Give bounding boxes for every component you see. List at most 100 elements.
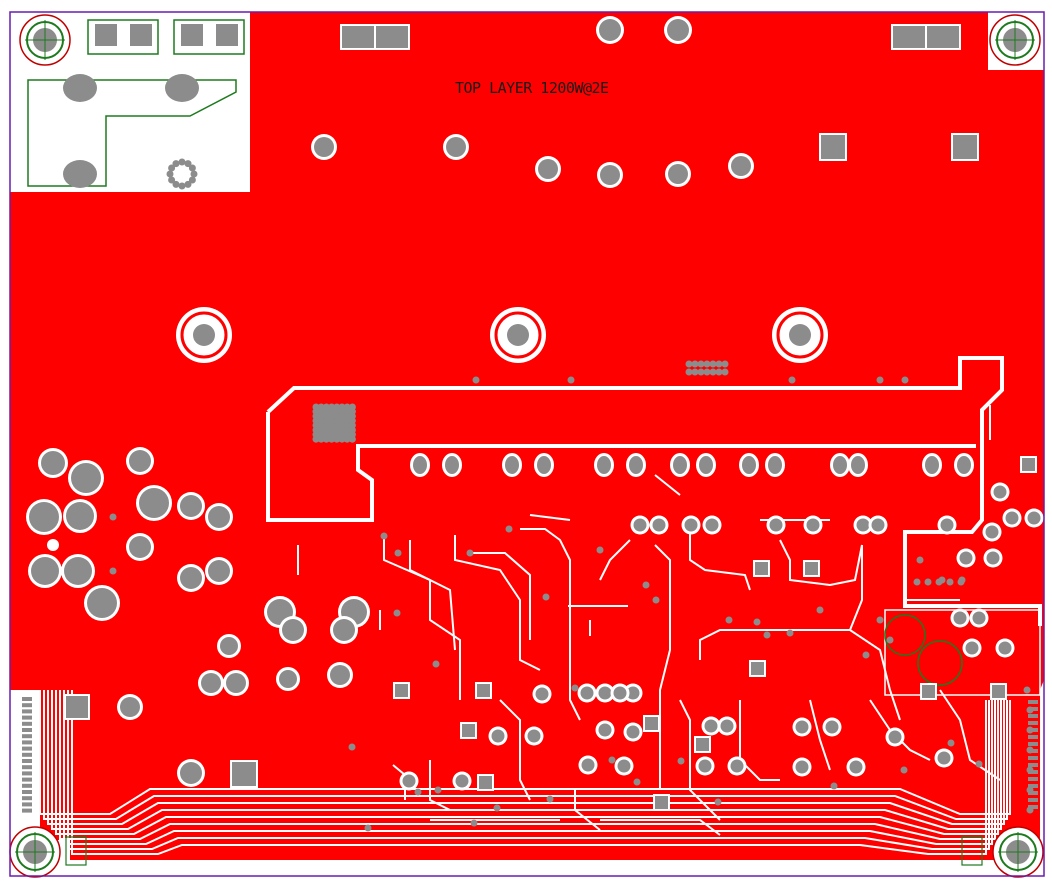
pad: [129, 536, 151, 558]
pad: [505, 456, 519, 474]
pad: [965, 641, 979, 655]
heatsink-hole-pad: [789, 324, 811, 346]
via: [472, 376, 480, 384]
via: [642, 581, 650, 589]
signal-trace: [470, 552, 531, 640]
pad: [597, 456, 611, 474]
bus-trace: [67, 690, 990, 850]
pad: [537, 456, 551, 474]
via: [786, 629, 794, 637]
pad: [598, 723, 612, 737]
edge-pin: [22, 715, 32, 720]
pad: [633, 518, 647, 532]
pad: [998, 641, 1012, 655]
pad: [208, 560, 230, 582]
pad: [31, 557, 59, 585]
via: [876, 376, 884, 384]
pad: [613, 686, 627, 700]
via: [830, 782, 838, 790]
square-pad: [462, 724, 475, 737]
edge-pin: [22, 802, 32, 807]
pad: [455, 774, 469, 788]
pad: [673, 456, 687, 474]
via: [862, 651, 870, 659]
pad: [220, 637, 238, 655]
region-outline: [884, 609, 1041, 696]
via: [546, 795, 554, 803]
signal-trace: [600, 819, 721, 836]
pad: [925, 456, 939, 474]
pad: [599, 19, 621, 41]
pad: [63, 74, 97, 102]
signal-trace: [689, 525, 751, 591]
via: [677, 757, 685, 765]
signal-trace: [568, 605, 628, 636]
pad: [600, 165, 620, 185]
edge-pin: [22, 771, 32, 776]
pad: [282, 619, 304, 641]
square-pad: [953, 135, 977, 159]
via: [975, 760, 983, 768]
pad: [833, 456, 847, 474]
pad: [871, 518, 885, 532]
via: [343, 435, 351, 443]
pad: [698, 759, 712, 773]
via: [913, 578, 921, 586]
via: [184, 180, 192, 188]
heatsink-hole-ring: [494, 311, 542, 359]
via: [709, 368, 717, 376]
via: [393, 609, 401, 617]
pad: [29, 502, 59, 532]
pad: [180, 495, 202, 517]
signal-trace: [429, 760, 451, 811]
via: [184, 160, 192, 168]
edge-pin: [1028, 777, 1038, 781]
pad: [139, 488, 169, 518]
via: [394, 549, 402, 557]
signal-trace: [849, 545, 863, 631]
signal-trace: [599, 539, 631, 581]
pad: [731, 156, 751, 176]
edge-connectors: [22, 697, 1038, 866]
square-pad: [645, 717, 658, 730]
square-pad: [376, 26, 408, 48]
edge-pin: [1028, 791, 1038, 795]
pad: [1027, 511, 1041, 525]
via: [172, 160, 180, 168]
edge-pin: [22, 746, 32, 751]
signal-trace: [739, 700, 780, 781]
pad: [888, 730, 902, 744]
via: [542, 593, 550, 601]
pad: [806, 518, 820, 532]
silkscreen: [27, 19, 963, 686]
pad: [795, 760, 809, 774]
signal-trace: [654, 474, 681, 496]
via: [596, 546, 604, 554]
square-pad: [992, 685, 1005, 698]
square-pad: [755, 562, 768, 575]
edge-pin: [22, 759, 32, 763]
via: [168, 164, 176, 172]
pad: [730, 759, 744, 773]
edge-pin: [22, 703, 32, 708]
square-pad: [395, 684, 408, 697]
pad: [705, 518, 719, 532]
via: [957, 578, 965, 586]
pad: [330, 665, 350, 685]
via: [703, 360, 711, 368]
edge-pin: [22, 752, 32, 757]
via: [109, 513, 117, 521]
pad: [993, 485, 1007, 499]
pad: [87, 588, 117, 618]
square-pad: [479, 776, 492, 789]
pad: [957, 456, 971, 474]
pad: [598, 686, 612, 700]
square-pad: [751, 662, 764, 675]
pad: [180, 567, 202, 589]
edge-pin: [22, 697, 32, 701]
edge-pin: [1028, 784, 1038, 788]
via: [715, 368, 723, 376]
pad: [652, 518, 666, 532]
pad: [279, 670, 297, 688]
pad: [1005, 511, 1019, 525]
